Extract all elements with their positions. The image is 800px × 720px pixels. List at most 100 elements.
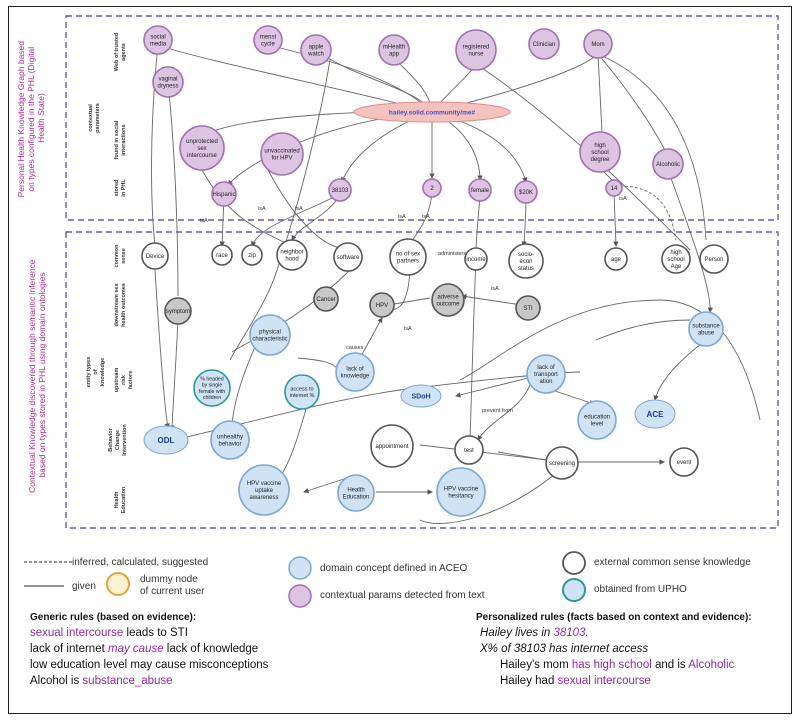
node-income[interactable]: income bbox=[464, 247, 488, 271]
node-race[interactable]: race bbox=[211, 244, 233, 266]
node-event[interactable]: event bbox=[669, 447, 699, 477]
node-label: physical bbox=[259, 330, 281, 336]
rule-text: lack of internet bbox=[30, 643, 108, 655]
node-odl[interactable]: ODL bbox=[143, 425, 189, 455]
generic-rule-4: Alcohol is substance_abuse bbox=[30, 673, 268, 689]
node-female[interactable]: female bbox=[468, 178, 492, 202]
node-sti[interactable]: STI bbox=[515, 295, 541, 321]
node-alcoholic[interactable]: Alcoholic bbox=[652, 148, 684, 180]
node-label: by single bbox=[202, 383, 223, 389]
node-label: race bbox=[216, 253, 228, 259]
node-label: intercourse bbox=[187, 153, 217, 159]
node-label: sex bbox=[197, 146, 206, 152]
edge bbox=[619, 185, 677, 241]
node-label: no of sex bbox=[396, 252, 420, 258]
node-screening[interactable]: screening bbox=[545, 446, 579, 480]
node-appointment[interactable]: appointment bbox=[370, 424, 414, 468]
legend-dummy-node-line1: dummy node bbox=[140, 574, 198, 585]
side-label-top: Personal Health Knowledge Graph based on… bbox=[16, 39, 46, 198]
edge bbox=[167, 81, 179, 297]
node-label: Cancer bbox=[316, 297, 335, 303]
node-ace[interactable]: ACE bbox=[634, 399, 676, 429]
node-num-2[interactable]: 2 bbox=[422, 178, 442, 198]
node-zip-38103[interactable]: 38103 bbox=[328, 178, 352, 202]
node-label: SDoH bbox=[411, 393, 430, 400]
node-label: event bbox=[677, 460, 692, 466]
node-label: HPV vaccine bbox=[444, 487, 479, 493]
rule-term: Alcoholic bbox=[688, 659, 735, 671]
node-zip[interactable]: zip bbox=[241, 244, 263, 266]
rule-term: sexual intercourse bbox=[30, 627, 124, 639]
node-device[interactable]: Device bbox=[141, 242, 169, 270]
rule-term: has high school bbox=[571, 659, 652, 671]
node-hpv[interactable]: HPV bbox=[369, 292, 395, 318]
node-label: STI bbox=[523, 306, 533, 312]
node-label: adverse bbox=[437, 295, 459, 301]
node-lack-knowledge[interactable]: lack ofknowledge bbox=[335, 352, 375, 392]
user-node[interactable]: hailey.solid.community/me# bbox=[353, 101, 511, 123]
rule-text: and is bbox=[651, 659, 689, 671]
legend-contextual-params: contextual params detected from text bbox=[320, 590, 485, 601]
generic-rule-1: sexual intercourse leads to STI bbox=[30, 625, 268, 641]
node-label: school bbox=[591, 150, 608, 156]
node-hispanic[interactable]: Hispanic bbox=[211, 181, 237, 207]
row-label-entity-types: entity typesofknowledge bbox=[86, 357, 106, 388]
node-num-14[interactable]: 14 bbox=[605, 179, 623, 197]
node-test[interactable]: test bbox=[454, 435, 484, 465]
edge bbox=[595, 319, 691, 341]
edge bbox=[455, 375, 537, 398]
node-health-education[interactable]: HealthEducation bbox=[337, 474, 375, 512]
node-sdoh[interactable]: SDoH bbox=[400, 384, 442, 408]
node-label: partners bbox=[397, 259, 419, 265]
node-software[interactable]: software bbox=[333, 242, 363, 272]
edge bbox=[291, 193, 341, 241]
node-mom[interactable]: Mom bbox=[583, 29, 613, 59]
row-label-web-of-trusted-agents: Web of trustedagents bbox=[114, 33, 127, 71]
row-label-health-education: HealthEducation bbox=[114, 486, 127, 513]
node-label: software bbox=[337, 255, 360, 261]
node-label: media bbox=[150, 42, 167, 48]
node-income-20k[interactable]: $20K bbox=[514, 180, 538, 204]
generic-rules-heading: Generic rules (based on evidence): bbox=[30, 612, 197, 623]
node-cancer[interactable]: Cancer bbox=[313, 286, 339, 312]
node-label: Person bbox=[704, 257, 723, 263]
legend-dummy-node: dummy node of current user bbox=[140, 574, 204, 598]
node-person[interactable]: Person bbox=[699, 244, 729, 274]
legend-dummy-node-line2: of current user bbox=[140, 586, 205, 597]
node-symptom[interactable]: symptom bbox=[164, 297, 192, 325]
rule-text: leads to STI bbox=[123, 627, 188, 639]
node-label: unhealthy bbox=[217, 435, 243, 441]
edge bbox=[229, 59, 331, 361]
node-age[interactable]: age bbox=[604, 247, 628, 271]
legend-line-icons bbox=[24, 561, 72, 587]
generic-rules: Generic rules (based on evidence): sexua… bbox=[30, 612, 268, 689]
node-label: dryness bbox=[157, 84, 178, 90]
personal-kg-section bbox=[65, 15, 779, 221]
edge bbox=[459, 299, 761, 421]
node-clinician[interactable]: Clinician bbox=[528, 28, 560, 60]
edge bbox=[477, 384, 531, 441]
